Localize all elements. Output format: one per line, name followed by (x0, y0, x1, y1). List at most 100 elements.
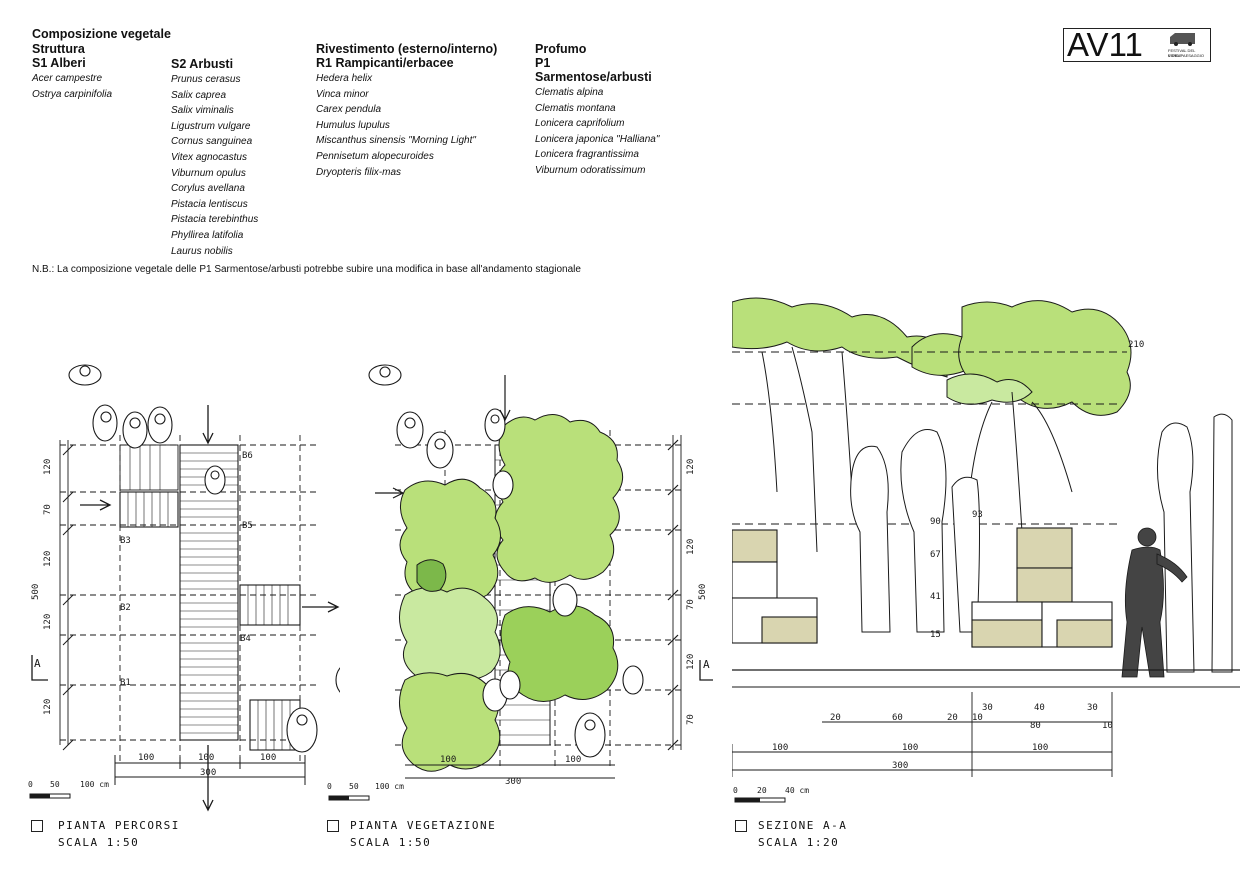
code-p1: P1 Sarmentose/arbusti (535, 56, 652, 84)
section-mark-a: A (34, 657, 41, 670)
label-b3: B3 (120, 536, 131, 546)
foliage-blocks (399, 414, 624, 772)
plant-composition-title: Composizione vegetale (32, 27, 171, 41)
people-sketches (368, 364, 644, 758)
list-item: Viburnum opulus (171, 167, 246, 179)
dim-bottom-1: 100 (138, 753, 154, 763)
dim-bottom-1: 100 (772, 743, 788, 753)
drawing-2-title: PIANTA VEGETAZIONE (350, 819, 497, 832)
label-b6: B6 (242, 451, 253, 461)
dim-bottom-total: 300 (200, 768, 216, 778)
height-15: 15 (930, 630, 941, 640)
drawing-2-scale: SCALA 1:50 (350, 836, 432, 849)
grid-lines (60, 435, 320, 765)
drawing-1-scale: SCALA 1:50 (58, 836, 140, 849)
label-b4: B4 (240, 634, 251, 644)
scale-tick-0: 0 (28, 780, 33, 789)
group-label-profumo: Profumo (535, 42, 587, 56)
dim-bottom-total: 300 (505, 777, 521, 787)
dim-left-5: 120 (43, 699, 53, 715)
group-label-empty (171, 42, 258, 57)
list-item: Vinca minor (316, 88, 369, 100)
ground (732, 669, 1240, 688)
column-r1: Rivestimento (esterno/interno) R1 Rampic… (316, 42, 497, 180)
list-item: Ostrya carpinifolia (32, 88, 113, 100)
logo-subtitle-1: FESTIVAL DEL VERDE (1168, 48, 1196, 58)
dim-chain (732, 692, 1113, 777)
dim-top-30b: 30 (1087, 703, 1098, 713)
drawing-2-checkbox (327, 820, 339, 832)
height-67: 67 (930, 550, 941, 560)
dim-right-2: 120 (686, 539, 696, 555)
van-icon (1170, 33, 1195, 46)
logo-subtitle-2: E DEL PAESAGGIO (1168, 53, 1205, 58)
dim-left-4: 120 (43, 614, 53, 630)
dim-right-1: 120 (686, 459, 696, 475)
scale-tick-100: 100 cm (80, 780, 109, 789)
festival-logo: AV11 FESTIVAL DEL VERDE E DEL PAESAGGIO (1063, 28, 1211, 62)
list-item: Salix viminalis (171, 105, 234, 117)
label-b1: B1 (120, 678, 131, 688)
plan-vegetation-drawing: 120 120 70 120 70 500 100 100 300 A (368, 364, 713, 787)
height-90: 90 (930, 517, 941, 527)
scale-tick-40: 40 cm (785, 786, 809, 795)
dim-top-80: 80 (1030, 721, 1041, 731)
walkway-hatch (180, 452, 238, 734)
list-item: Lonicera caprifolium (535, 118, 625, 130)
dim-bottom-3: 100 (260, 753, 276, 763)
list-item: Cornus sanguinea (171, 136, 253, 148)
dim-right-total: 500 (698, 584, 708, 600)
dim-right-4: 120 (686, 654, 696, 670)
planter-boxes (732, 527, 1113, 648)
plan-paths-drawing: B6 B5 B3 B2 B4 B1 A 100 100 100 300 120 … (31, 364, 340, 812)
scale-tick-0: 0 (327, 782, 332, 791)
drawing-1-title: PIANTA PERCORSI (58, 819, 180, 832)
list-item: Pistacia lentiscus (171, 198, 248, 210)
scale-bar-2: 0 50 100 cm (327, 782, 404, 801)
section-mark-a: A (703, 658, 710, 671)
dim-bottom-2: 100 (902, 743, 918, 753)
list-item: Carex pendula (316, 104, 382, 116)
height-41: 41 (930, 592, 941, 602)
column-s1: Struttura S1 Alberi Acer campestre Ostry… (32, 42, 112, 102)
dim-top-20: 20 (830, 713, 841, 723)
code-r1: R1 Rampicanti/erbacee (316, 56, 454, 70)
list-item: Pistacia terebinthus (171, 214, 259, 226)
dim-left-total: 500 (31, 584, 41, 600)
height-93: 93 (972, 510, 983, 520)
dim-bottom-1: 100 (440, 755, 456, 765)
list-item: Hedera helix (316, 73, 373, 84)
column-s2: S2 Arbusti Prunus cerasus Salix caprea S… (171, 42, 258, 259)
list-item: Laurus nobilis (171, 245, 233, 257)
list-s2: Prunus cerasus Salix caprea Salix vimina… (171, 72, 258, 259)
group-label-rivestimento: Rivestimento (esterno/interno) (316, 42, 498, 56)
list-item: Miscanthus sinensis "Morning Light" (316, 135, 476, 147)
section-drawing: 210 90 93 67 41 15 20 60 20 10 80 30 40 … (732, 297, 1240, 777)
drawing-3-title: SEZIONE A-A (758, 819, 848, 832)
code-s1: S1 Alberi (32, 56, 86, 70)
list-item: Phyllirea latifolia (171, 229, 244, 241)
tree-structure (761, 346, 1073, 553)
column-p1: Profumo P1 Sarmentose/arbusti Clematis a… (535, 42, 659, 179)
seasonal-note: N.B.: La composizione vegetale delle P1 … (32, 264, 581, 275)
scale-tick-50: 50 (349, 782, 359, 791)
list-item: Viburnum odoratissimum (535, 164, 646, 176)
drawing-3-checkbox (735, 820, 747, 832)
list-item: Corylus avellana (171, 183, 245, 195)
list-item: Lonicera japonica "Halliana" (535, 133, 660, 145)
person-hatched (1121, 527, 1188, 678)
label-b2: B2 (120, 603, 131, 613)
dim-top-30: 30 (982, 703, 993, 713)
list-item: Clematis alpina (535, 87, 604, 98)
list-item: Vitex agnocastus (171, 151, 247, 163)
dim-right-3: 70 (686, 599, 696, 610)
list-p1: Clematis alpina Clematis montana Lonicer… (535, 85, 659, 179)
list-item: Humulus lupulus (316, 119, 390, 131)
scale-tick-50: 50 (50, 780, 60, 789)
scale-tick-20: 20 (757, 786, 767, 795)
scale-bar-3: 0 20 40 cm (733, 786, 809, 803)
scale-bar-1: 0 50 100 cm (28, 780, 109, 799)
scale-tick-100: 100 cm (375, 782, 404, 791)
dim-left-2: 70 (43, 504, 53, 515)
canopy (732, 297, 1132, 416)
